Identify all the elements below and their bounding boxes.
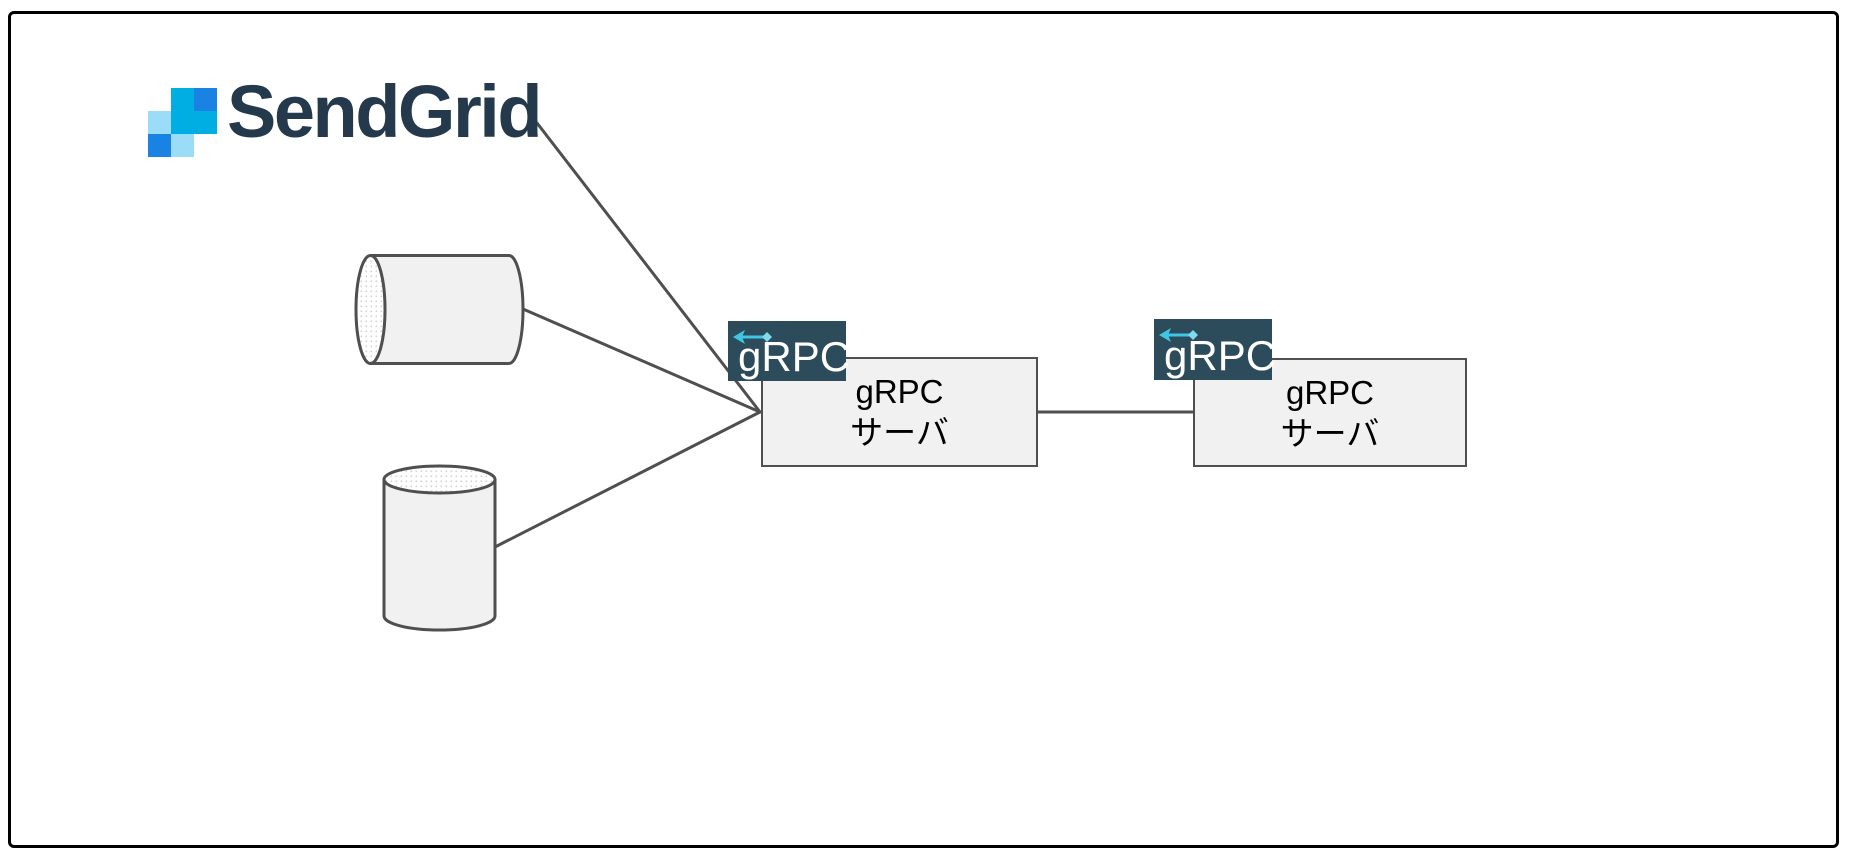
grpc-logo-badge-2: gRPC [1154, 319, 1276, 380]
grpc-logo-badge-1: gRPC [728, 321, 850, 381]
sendgrid-icon-cell [148, 134, 171, 157]
horizontal-cylinder [354, 254, 525, 365]
vertical-cylinder [382, 464, 497, 632]
sendgrid-icon-cell [194, 134, 217, 157]
sendgrid-wordmark: SendGrid [227, 70, 543, 153]
sendgrid-icon-cell [148, 88, 171, 111]
diagram-frame [8, 11, 1839, 848]
sendgrid-icon-cell [148, 111, 171, 134]
vertical-cylinder-body [382, 478, 497, 632]
horizontal-cylinder-body [369, 254, 525, 365]
node-label-line2: サーバ [1280, 414, 1380, 452]
grpc-badge-label: gRPC [1164, 332, 1277, 379]
sendgrid-icon-cell [171, 88, 194, 111]
sendgrid-icon [148, 88, 217, 157]
vertical-cylinder-face [382, 464, 497, 495]
node-label-line1: gRPC [855, 373, 944, 410]
node-label-line2: サーバ [850, 414, 949, 451]
grpc-arrow-icon [733, 330, 772, 344]
horizontal-cylinder-face [354, 254, 387, 365]
sendgrid-icon-cell [194, 111, 217, 134]
node-label-line1: gRPC [1285, 373, 1375, 411]
sendgrid-icon-cell [194, 88, 217, 111]
sendgrid-icon-cell [171, 134, 194, 157]
grpc-arrow-icon [1159, 328, 1198, 342]
edge-vcylinder-to-server1 [493, 410, 762, 549]
sendgrid-logo: SendGrid [148, 75, 543, 157]
edge-sendgrid-to-server1 [535, 121, 762, 414]
grpc-badge-label: gRPC [738, 333, 851, 380]
sendgrid-icon-cell [171, 111, 194, 134]
edge-hcylinder-to-server1 [521, 307, 762, 414]
